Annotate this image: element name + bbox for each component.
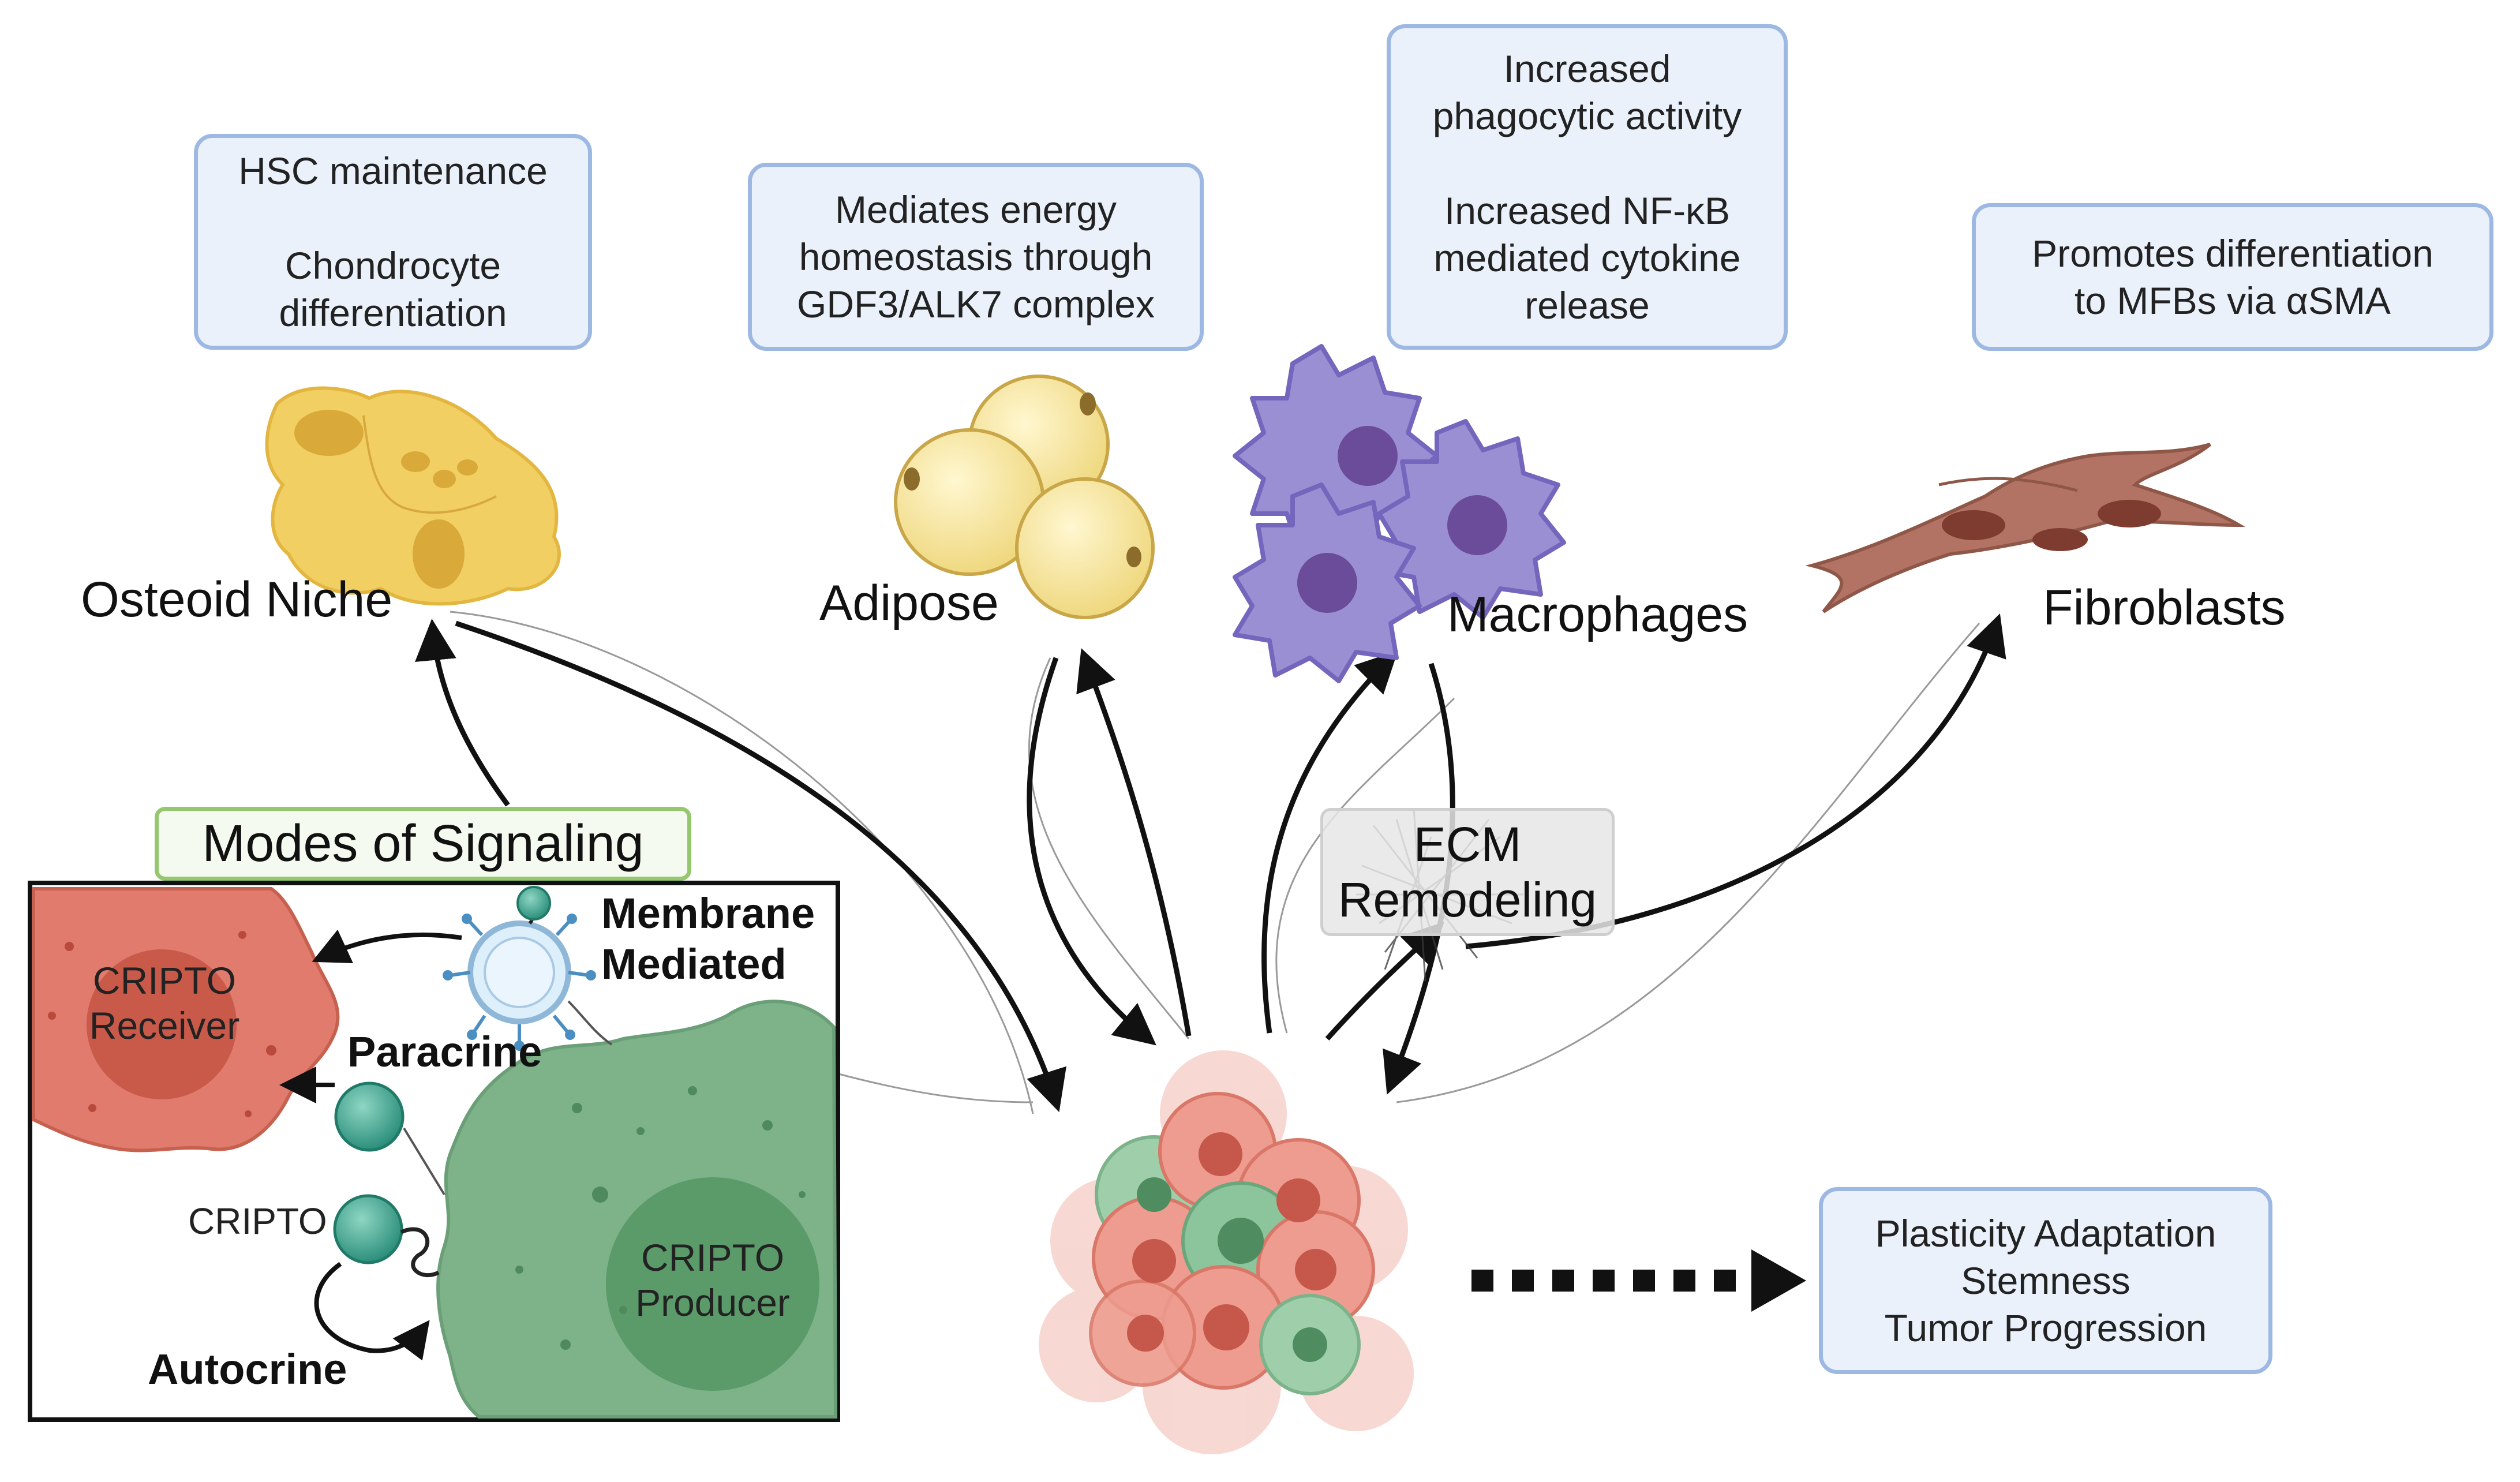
outcome-line3: Tumor Progression (1884, 1307, 2207, 1349)
arrow-tumor-to-ecm (1325, 922, 1444, 1041)
arrow-to-adipose (1076, 648, 1192, 1036)
cripto-molecule-label: CRIPTO (188, 1200, 327, 1242)
modes-of-signaling-title: Modes of Signaling (155, 807, 691, 881)
cripto-receiver-label: CRIPTO Receiver (81, 958, 248, 1048)
signaling-panel (28, 881, 840, 1422)
macrophage-illustration (1233, 344, 1566, 683)
adipose-label: Adipose (819, 575, 999, 631)
fibroblast-info-line2: to MFBs via αSMA (2075, 279, 2391, 322)
fibroblast-info-line1: Promotes differentiation (2032, 232, 2433, 275)
osteoid-info-line1: HSC maintenance (238, 149, 548, 192)
cripto-producer-label: CRIPTO Producer (623, 1235, 802, 1325)
producer-line2: Producer (635, 1281, 790, 1324)
macrophage-info-line3: Increased NF-κB (1444, 189, 1731, 232)
membrane-mediated-label-1: Membrane (601, 889, 815, 937)
paracrine-label: Paracrine (347, 1028, 542, 1076)
arrow-from-osteoid-to-tumor (455, 620, 1066, 1113)
adipose-info-box: Mediates energy homeostasis through GDF3… (748, 163, 1204, 351)
arrow-autocrine (314, 1262, 430, 1361)
ecm-line1: ECM (1413, 817, 1522, 871)
adipose-info-line2: homeostasis through (799, 235, 1153, 278)
adipose-info-line1: Mediates energy (835, 188, 1117, 231)
receiver-line2: Receiver (89, 1004, 240, 1047)
ecm-remodeling-box: ECM Remodeling (1320, 808, 1615, 936)
macrophage-info-box: Increased phagocytic activity Increased … (1387, 24, 1788, 350)
macrophage-info-line1: Increased (1503, 47, 1671, 90)
osteoid-niche-label: Osteoid Niche (81, 572, 393, 627)
membrane-mediated-label-2: Mediated (601, 940, 787, 988)
outcome-line2: Stemness (1961, 1259, 2130, 1302)
macrophage-info-line4: mediated cytokine (1433, 237, 1741, 279)
osteoid-info-box: HSC maintenance Chondrocyte differentiat… (194, 134, 592, 350)
macrophages-label: Macrophages (1447, 587, 1748, 642)
tumor-cluster-illustration (1039, 1050, 1414, 1454)
fibroblast-illustration (1805, 443, 2245, 613)
osteoid-info-line2: Chondrocyte (284, 244, 501, 287)
arrow-membrane-to-receiver (312, 929, 462, 963)
fibroblasts-label: Fibroblasts (2043, 580, 2286, 635)
arrow-adipose-to-tumor (1027, 657, 1156, 1046)
progression-arrow (1471, 1249, 1806, 1312)
outcome-box: Plasticity Adaptation Stemness Tumor Pro… (1819, 1187, 2272, 1374)
arrow-to-osteoid (415, 619, 510, 807)
adipocyte-illustration (894, 375, 1155, 619)
adipose-info-line3: GDF3/ALK7 complex (797, 283, 1155, 325)
macrophage-info-line5: release (1525, 284, 1650, 327)
ecm-line2: Remodeling (1338, 873, 1597, 927)
receiver-line1: CRIPTO (92, 959, 237, 1002)
osteoid-info-line3: differentiation (279, 291, 507, 334)
osteoid-cell-illustration (265, 386, 561, 606)
fibroblast-info-box: Promotes differentiation to MFBs via αSM… (1972, 203, 2493, 351)
autocrine-label: Autocrine (148, 1345, 347, 1393)
macrophage-info-line2: phagocytic activity (1432, 95, 1742, 137)
arrow-to-macrophages (1261, 650, 1398, 1034)
outcome-line1: Plasticity Adaptation (1875, 1212, 2216, 1255)
producer-line1: CRIPTO (641, 1236, 785, 1279)
